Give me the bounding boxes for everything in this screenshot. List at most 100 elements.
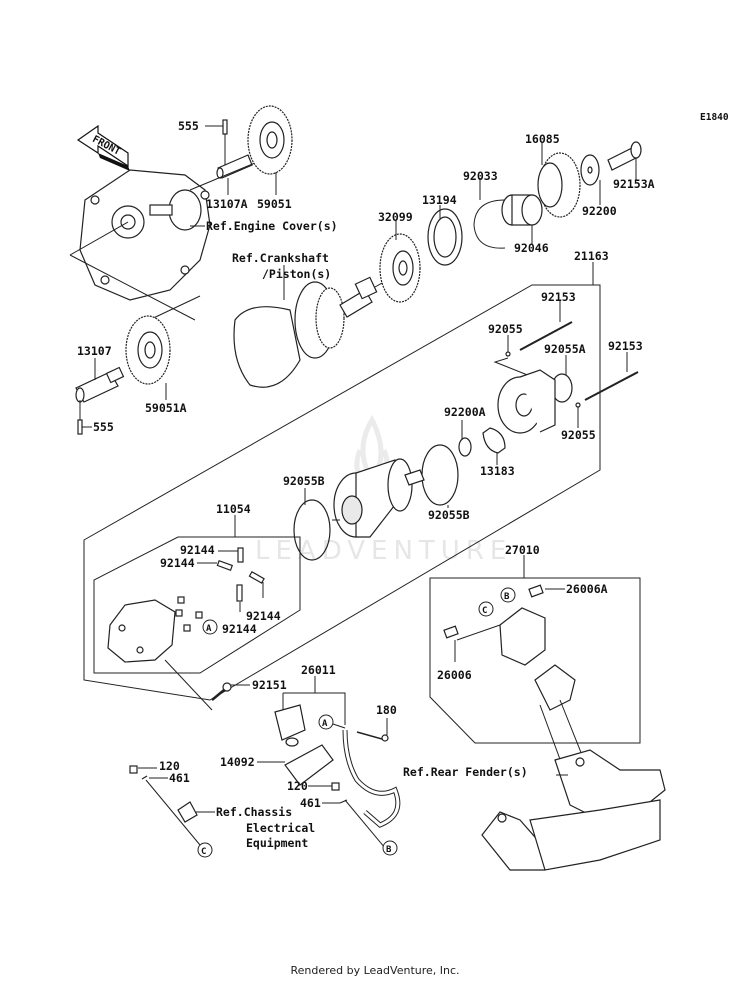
bolt-92153A <box>607 141 642 171</box>
part-92153A[interactable]: 92153A <box>613 177 655 191</box>
part-92144-c[interactable]: 92144 <box>246 609 281 623</box>
pin-555-top <box>222 119 228 135</box>
part-180[interactable]: 180 <box>376 703 397 717</box>
assembly-frame-21163 <box>83 284 601 701</box>
diagram-code: E1840 <box>700 112 729 123</box>
pin-555-bottom <box>77 419 83 435</box>
front-label: FRONT <box>90 134 122 158</box>
callout-a-top <box>202 619 218 635</box>
callout-c-bottom <box>197 842 213 858</box>
callout-b-top <box>500 587 516 603</box>
part-26011[interactable]: 26011 <box>301 663 336 677</box>
ref-crankshaft-line2[interactable]: /Piston(s) <box>262 267 331 281</box>
bolt-120-b <box>331 782 340 791</box>
callout-a-bottom <box>318 714 334 730</box>
part-92055A[interactable]: 92055A <box>544 342 586 356</box>
oring-92055-b <box>575 402 581 408</box>
part-59051A[interactable]: 59051A <box>145 401 187 415</box>
watermark-text: LEADVENTURE <box>255 536 512 566</box>
front-arrow-icon: FRONT <box>76 124 130 171</box>
washer-461-a <box>141 775 148 780</box>
part-92144-b[interactable]: 92144 <box>160 556 195 570</box>
part-92153-lower[interactable]: 92153 <box>608 339 643 353</box>
part-16085[interactable]: 16085 <box>525 132 560 146</box>
relay-drawing <box>443 584 576 711</box>
part-92153-upper[interactable]: 92153 <box>541 290 576 304</box>
callout-b-bottom-label: B <box>386 845 392 855</box>
callout-a-bottom-label: A <box>322 719 328 729</box>
springs-92144 <box>216 547 265 602</box>
callout-a-top-label: A <box>206 624 212 634</box>
engine-cover-drawing <box>79 169 211 301</box>
bearing-92046 <box>501 194 543 226</box>
chassis-terminal <box>177 801 198 823</box>
brush-kit-frame-11054 <box>93 536 301 674</box>
part-555-top[interactable]: 555 <box>178 119 199 133</box>
washer-92200 <box>580 154 600 186</box>
part-92200[interactable]: 92200 <box>582 204 617 218</box>
watermark: LEADVENTURE <box>255 414 512 566</box>
gear-16085 <box>537 152 581 218</box>
callout-c-top <box>478 601 494 617</box>
part-27010[interactable]: 27010 <box>505 543 540 557</box>
ref-crankshaft-line1[interactable]: Ref.Crankshaft <box>232 251 329 265</box>
part-26006[interactable]: 26006 <box>437 668 472 682</box>
crankshaft-drawing <box>233 276 378 388</box>
part-461-right[interactable]: 461 <box>300 796 321 810</box>
callout-c-bottom-label: C <box>201 847 206 857</box>
part-59051[interactable]: 59051 <box>257 197 292 211</box>
sleeve-13107 <box>75 366 125 403</box>
rear-fender-drawing <box>481 749 666 871</box>
gear-59051 <box>247 105 293 175</box>
footer-credit: Rendered by LeadVenture, Inc. <box>290 964 460 977</box>
part-92144-a[interactable]: 92144 <box>180 543 215 557</box>
part-11054[interactable]: 11054 <box>216 502 251 516</box>
part-14092[interactable]: 14092 <box>220 755 255 769</box>
brush-holder-drawing <box>107 596 203 663</box>
part-92055-lower[interactable]: 92055 <box>561 428 596 442</box>
part-13194[interactable]: 13194 <box>422 193 457 207</box>
part-92046[interactable]: 92046 <box>514 241 549 255</box>
part-13107A[interactable]: 13107A <box>206 197 248 211</box>
part-26006A[interactable]: 26006A <box>566 582 608 596</box>
ref-chassis-line2[interactable]: Electrical <box>246 821 315 835</box>
callout-c-top-label: C <box>482 606 487 616</box>
part-32099[interactable]: 32099 <box>378 210 413 224</box>
part-92055B-left[interactable]: 92055B <box>283 474 325 488</box>
part-92055B-right[interactable]: 92055B <box>428 508 470 522</box>
oring-92055B-right <box>421 444 459 506</box>
starter-motor-drawing <box>332 458 425 538</box>
oring-92055B-left <box>293 499 331 561</box>
part-92200A[interactable]: 92200A <box>444 405 486 419</box>
part-92144-d[interactable]: 92144 <box>222 622 257 636</box>
ref-chassis-line1[interactable]: Ref.Chassis <box>216 805 292 819</box>
part-120-right[interactable]: 120 <box>287 779 308 793</box>
gear-32099 <box>379 233 421 303</box>
sleeve-13107A <box>216 154 253 179</box>
ref-chassis-line3[interactable]: Equipment <box>246 836 308 850</box>
oring-92055-a <box>505 351 511 357</box>
bolt-92151 <box>211 682 232 701</box>
part-92033[interactable]: 92033 <box>463 169 498 183</box>
part-13183[interactable]: 13183 <box>480 464 515 478</box>
part-13107[interactable]: 13107 <box>77 344 112 358</box>
part-92055-upper[interactable]: 92055 <box>488 322 523 336</box>
gear-59051A <box>125 315 171 385</box>
part-461-left[interactable]: 461 <box>169 771 190 785</box>
bolt-180 <box>356 731 389 742</box>
callout-b-bottom <box>382 840 398 856</box>
bolt-120-a <box>129 765 138 774</box>
part-120-left[interactable]: 120 <box>159 759 180 773</box>
part-21163[interactable]: 21163 <box>574 249 609 263</box>
cable-26011 <box>274 704 401 828</box>
clutch-13194 <box>427 208 463 266</box>
ref-rear-fender[interactable]: Ref.Rear Fender(s) <box>403 765 528 779</box>
ref-engine-cover[interactable]: Ref.Engine Cover(s) <box>206 219 338 233</box>
washer-92200A <box>458 437 472 457</box>
relay-frame-27010 <box>429 577 641 744</box>
lockwasher-13183 <box>482 427 506 454</box>
part-555-bottom[interactable]: 555 <box>93 420 114 434</box>
part-92151[interactable]: 92151 <box>252 678 287 692</box>
